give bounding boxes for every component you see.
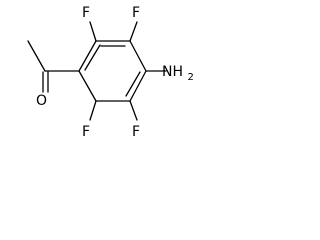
structure-drawing: F F NH 2 O F F [27, 5, 194, 140]
ring-double-bond-left [84, 44, 101, 71]
atom-label-f-bottom-right: F [132, 124, 140, 140]
ring-double-bond-right [125, 71, 141, 97]
atom-label-nh2: NH 2 [162, 64, 194, 83]
atom-label-f-bottom-left: F [82, 124, 90, 140]
atom-label-f-top-right: F [132, 5, 140, 21]
bond-c1-f-top-left [89, 21, 97, 42]
molecule-structure: F F NH 2 O F F [0, 0, 211, 155]
atom-label-nh2-main: NH [162, 64, 183, 80]
bond-c2-f-top-right [129, 21, 138, 42]
ring-bond-c2-c3 [129, 40, 147, 72]
bond-c5-f-bottom-left [89, 100, 97, 121]
ring-bond-c6-c1 [78, 40, 97, 72]
atom-label-nh2-subscript: 2 [187, 72, 193, 83]
ring-bond-c3-c4 [129, 70, 147, 102]
bond-c4-f-bottom-right [129, 100, 138, 121]
ring-bond-c5-c6 [78, 70, 97, 102]
atom-label-o: O [36, 93, 47, 109]
bond-carbonyl-methyl [27, 40, 46, 72]
atom-label-f-top-left: F [82, 5, 90, 21]
